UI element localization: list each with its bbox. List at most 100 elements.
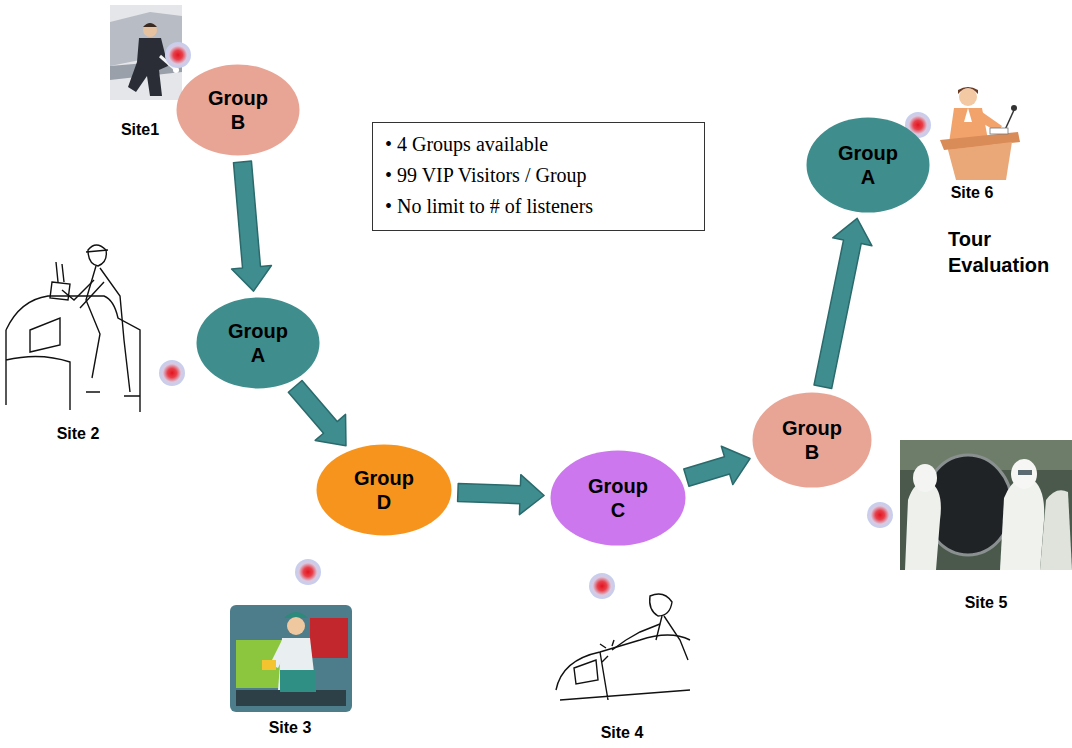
location-dot-part [165, 42, 191, 68]
group-ellipse: Group A [806, 117, 930, 213]
block-arrow [458, 475, 544, 515]
ellipse-fill [753, 393, 872, 488]
site2-picture-part [86, 250, 108, 252]
group-name: Group A [831, 141, 905, 189]
site6-picture-part [948, 142, 1012, 180]
bullet-text: • 4 Groups available [385, 129, 692, 160]
site3-picture-part [236, 640, 282, 688]
location-dot-part [867, 502, 893, 528]
block-arrow [814, 218, 872, 388]
location-dot-part [905, 112, 931, 138]
site-label: Site 5 [965, 594, 1008, 612]
site3-picture-part [262, 660, 276, 670]
site-label: Site 6 [951, 184, 994, 202]
group-ellipse: Group B [176, 64, 300, 156]
site1-picture-part [128, 38, 168, 96]
group-ellipse: Group D [316, 444, 452, 536]
ellipse-text-holder: Group A [196, 297, 320, 389]
site3-picture-part [310, 618, 348, 658]
info-box: • 4 Groups available• 99 VIP Visitors / … [372, 122, 705, 231]
group-name: Group C [581, 474, 655, 522]
site5-picture-part [1011, 459, 1037, 489]
site5-picture-part [1000, 477, 1044, 570]
site2-picture [6, 245, 140, 412]
site6-picture-part [964, 108, 972, 122]
site2-picture-part [50, 282, 70, 300]
site6-picture-part [990, 128, 1008, 134]
ellipse-fill [807, 118, 930, 213]
site3-picture-part [236, 690, 346, 706]
site5-picture-part [900, 440, 1072, 570]
site4-picture-part [650, 594, 672, 616]
ellipse-outline [806, 117, 930, 213]
group-name: Group D [347, 466, 421, 514]
ellipse-text-holder: Group B [752, 392, 872, 488]
site5-picture-part [1018, 470, 1032, 475]
group-ellipse: Group A [196, 297, 320, 389]
ellipse-outline [752, 392, 872, 488]
site1-picture-part [143, 23, 157, 37]
site2-picture-part [86, 266, 130, 392]
group-ellipse: Group B [752, 392, 872, 488]
site2-picture-part [30, 318, 60, 352]
ellipse-text-holder: Group D [316, 444, 452, 536]
site2-picture-part [56, 262, 64, 282]
block-arrow [288, 381, 346, 446]
bullet-text: • 99 VIP Visitors / Group [385, 160, 692, 191]
site3-picture-part [280, 670, 316, 692]
site4-picture-part [656, 616, 688, 660]
caption-note: Tour Evaluation [948, 226, 1066, 278]
site5-picture [900, 440, 1072, 570]
site4-picture-part [600, 640, 614, 662]
ellipse-text-holder: Group A [806, 117, 930, 213]
ellipse-fill [317, 445, 452, 536]
site4-picture-part [626, 624, 660, 640]
ellipse-outline [316, 444, 452, 536]
block-arrow [232, 161, 272, 291]
site6-picture-part [1011, 105, 1017, 111]
site3-picture-part [230, 605, 352, 712]
site4-picture-part [560, 652, 690, 700]
site5-picture-part [1040, 490, 1072, 570]
site5-picture-part [913, 464, 937, 492]
site6-picture [940, 87, 1020, 180]
site-label: Site 2 [57, 425, 100, 443]
ellipse-fill [551, 451, 686, 546]
site4-picture-part [574, 660, 598, 684]
site2-picture-part [86, 392, 140, 396]
site3-picture-part [287, 617, 305, 635]
group-name: Group B [775, 416, 849, 464]
site2-picture-part [6, 296, 140, 412]
group-ellipse: Group C [550, 450, 686, 546]
location-dot-part [159, 360, 185, 386]
ellipse-outline [550, 450, 686, 546]
site-label: Site 4 [601, 724, 644, 742]
group-name: Group B [201, 86, 275, 134]
site3-picture [230, 605, 352, 712]
site2-picture-part [88, 245, 106, 266]
ellipse-fill [177, 65, 300, 156]
site4-picture [556, 594, 690, 700]
site1-picture-part [143, 23, 157, 27]
block-arrow [684, 446, 750, 486]
bullet-text: • No limit to # of listeners [385, 191, 692, 222]
site6-picture-part [959, 88, 977, 106]
site-label: Site 3 [269, 719, 312, 737]
ellipse-outline [176, 64, 300, 156]
location-dot-part [295, 559, 321, 585]
group-name: Group A [221, 319, 295, 367]
site4-picture-part [556, 635, 690, 690]
site6-picture-part [958, 87, 978, 94]
ellipse-text-holder: Group C [550, 450, 686, 546]
location-dot-part [589, 573, 615, 599]
site-label: Site1 [121, 121, 159, 139]
ellipse-outline [196, 297, 320, 389]
ellipse-text-holder: Group B [176, 64, 300, 156]
ellipse-fill [197, 298, 320, 389]
site5-picture-part [905, 481, 941, 570]
